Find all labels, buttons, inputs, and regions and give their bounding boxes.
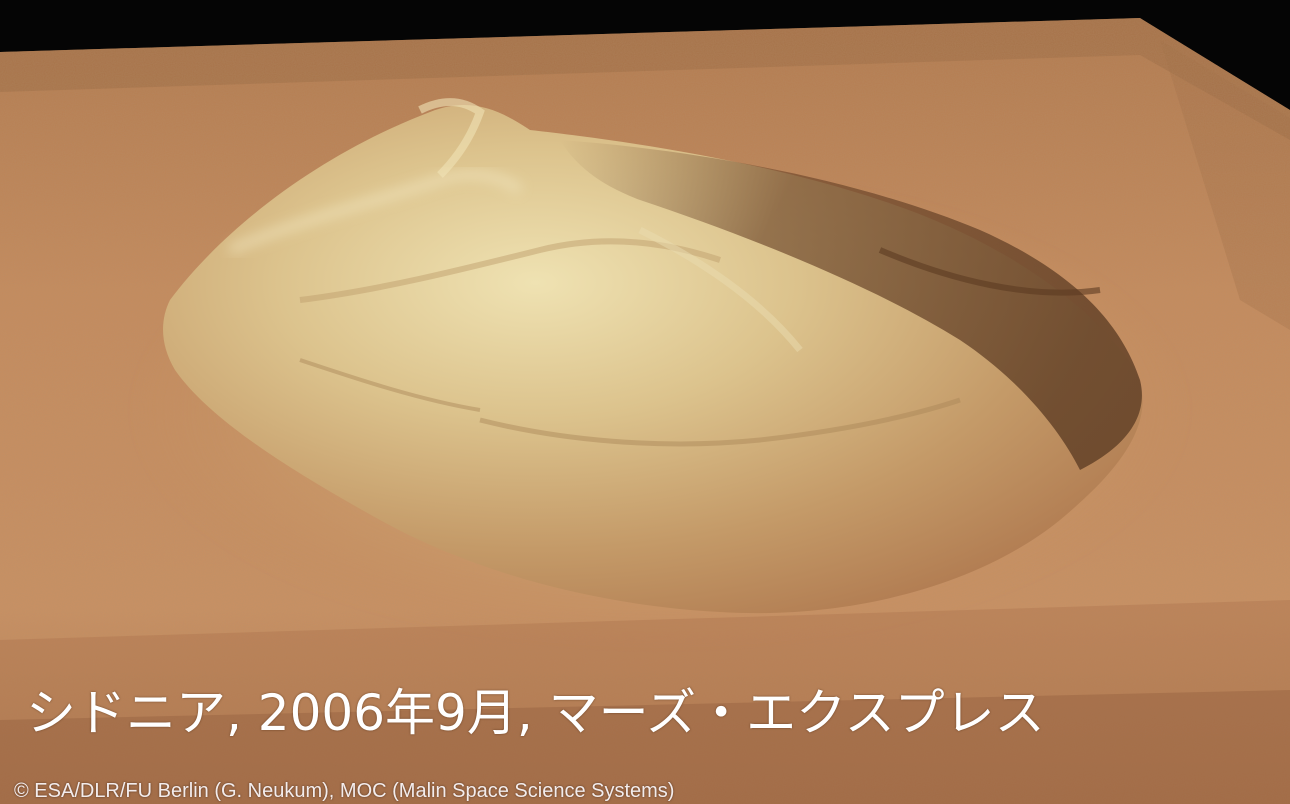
image-credit: © ESA/DLR/FU Berlin (G. Neukum), MOC (Ma… xyxy=(14,780,675,802)
image-caption: シドニア, 2006年9月, マーズ・エクスプレス xyxy=(26,684,1045,742)
mesa-shadow xyxy=(560,140,1142,470)
